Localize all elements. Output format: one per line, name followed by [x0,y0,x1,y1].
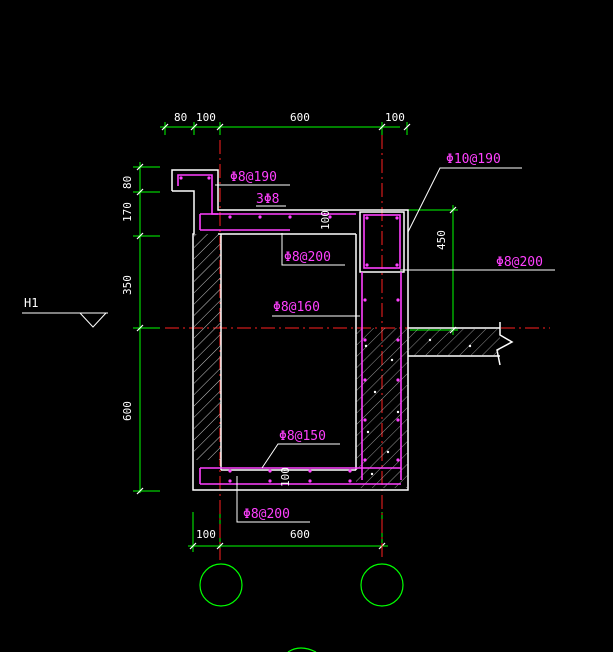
rebar-label-5: Φ10@190 [446,152,501,167]
dim-bottom-600: 600 [290,528,310,541]
rebar-labels: Φ8@190 3Φ8 Φ8@200 Φ8@160 Φ10@190 Φ8@200 … [230,152,543,522]
dim-left-80: 80 [121,176,134,189]
concrete-dots [364,338,472,476]
dim-bottom-100: 100 [196,528,216,541]
dim-top-80: 80 [174,111,187,124]
leader-lines [215,167,555,523]
dimension-labels: 80 100 600 100 80 170 350 600 100 600 10… [121,111,448,541]
dim-left-600: 600 [121,401,134,421]
dim-top-100: 100 [196,111,216,124]
rebar-label-4: Φ8@160 [273,300,320,315]
elevation-label: H1 [24,296,38,310]
grid-bubbles [199,563,404,652]
elevation-marker [22,312,108,328]
rebar-lines [177,174,402,485]
dim-left-350: 350 [121,275,134,295]
dim-right-450: 450 [435,230,448,250]
rebar-label-3: Φ8@200 [284,250,331,265]
wall-hatching [194,234,500,488]
rebar-dots [179,176,400,483]
rebar-label-7: Φ8@150 [279,429,326,444]
rebar-label-6: Φ8@200 [496,255,543,270]
rebar-label-1: Φ8@190 [230,170,277,185]
dim-inner-100-upper: 100 [319,210,332,230]
dim-left-170: 170 [121,202,134,222]
rebar-label-8: Φ8@200 [243,507,290,522]
dim-inner-100-lower: 100 [279,467,292,487]
rebar-label-2: 3Φ8 [256,192,279,207]
dim-top-600: 600 [290,111,310,124]
dim-top-100b: 100 [385,111,405,124]
